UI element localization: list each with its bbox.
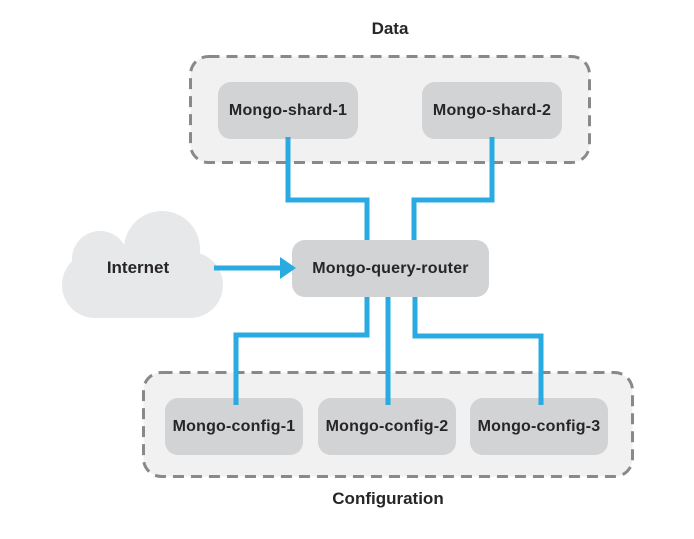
node-mongo-shard-1 <box>218 82 358 139</box>
mongo-config-2-label: Mongo-config-2 <box>325 417 449 435</box>
internet-label: Internet <box>106 258 170 277</box>
connector-router-config1 <box>233 297 370 405</box>
configuration-group-label: Configuration <box>332 489 444 508</box>
mongo-query-router-label: Mongo-query-router <box>312 259 469 277</box>
node-mongo-config-3 <box>470 398 608 455</box>
node-mongo-query-router <box>292 240 489 297</box>
connector-shard2-router <box>411 137 495 240</box>
internet-to-router-arrow <box>214 257 296 279</box>
mongo-config-1-label: Mongo-config-1 <box>172 417 296 435</box>
connector-router-config3 <box>412 297 544 405</box>
data-group-label: Data <box>371 19 409 38</box>
node-mongo-config-2 <box>318 398 456 455</box>
node-mongo-shard-2 <box>422 82 562 139</box>
internet-cloud-icon <box>62 211 223 318</box>
node-mongo-config-1 <box>165 398 303 455</box>
mongo-shard-2-label: Mongo-shard-2 <box>432 101 552 119</box>
mongo-shard-1-label: Mongo-shard-1 <box>228 101 348 119</box>
connector-shard1-router <box>285 137 370 240</box>
mongo-config-3-label: Mongo-config-3 <box>477 417 601 435</box>
